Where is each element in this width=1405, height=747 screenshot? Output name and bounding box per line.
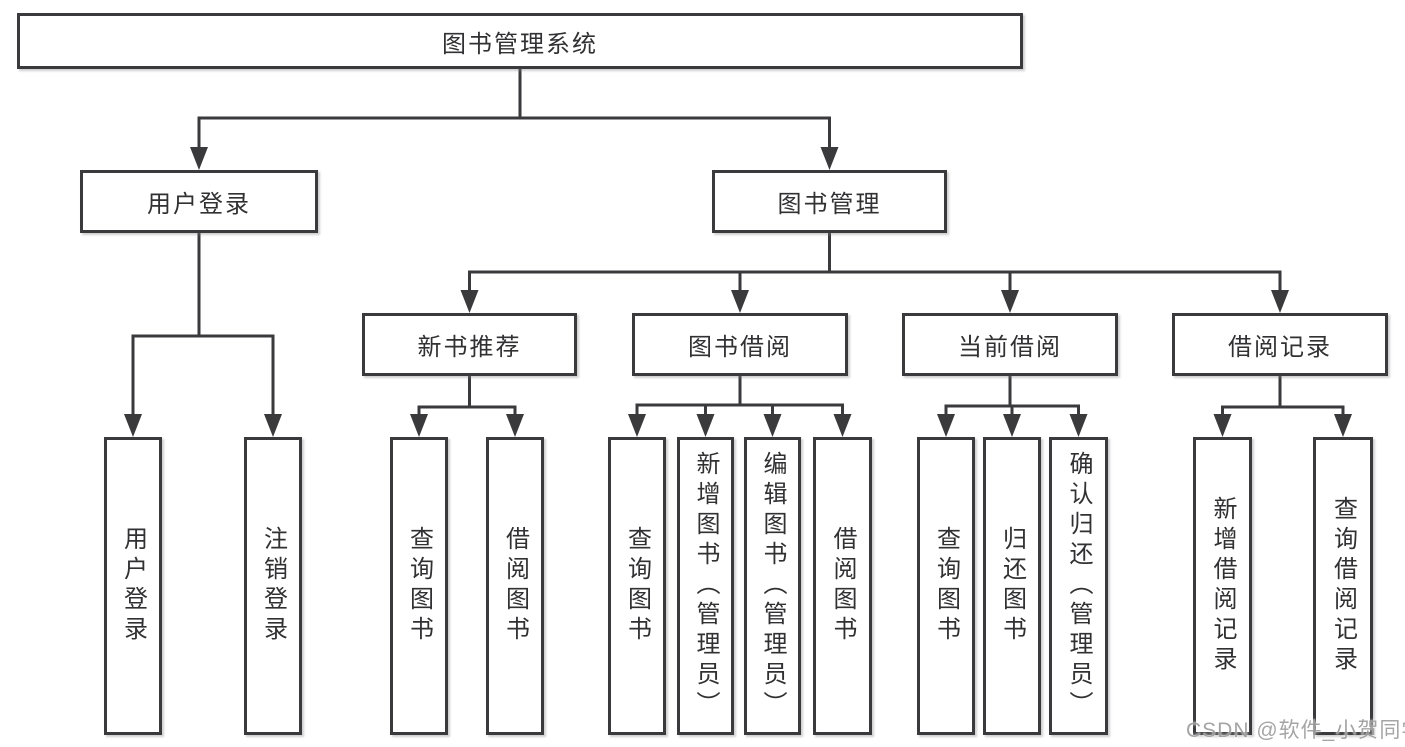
diagram-node-logout: 注销登录 <box>244 437 302 735</box>
node-label: 借阅图书 <box>501 526 529 646</box>
node-label: 注销登录 <box>259 526 287 646</box>
diagram-node-borrow-edit: 编辑图书（管理员） <box>744 437 801 735</box>
node-label: 新增借阅记录 <box>1209 496 1236 676</box>
edge-group-current <box>937 376 1088 437</box>
node-label: 图书借阅 <box>688 334 792 361</box>
node-label: 图书管理系统 <box>442 30 598 58</box>
diagram-node-mgmt: 图书管理 <box>712 170 947 233</box>
diagram-node-newrec-query: 查询图书 <box>390 437 448 735</box>
node-label: 借阅图书 <box>829 526 856 646</box>
node-label: 归还图书 <box>998 526 1026 646</box>
diagram-node-borrow: 图书借阅 <box>632 313 848 376</box>
diagram-node-borrow-borrow: 借阅图书 <box>813 437 872 735</box>
diagram-node-login: 用户登录 <box>80 170 318 233</box>
node-label: 当前借阅 <box>958 334 1062 361</box>
node-label: 查询图书 <box>623 526 651 646</box>
edge-group-login <box>124 233 282 437</box>
diagram-node-current-confirm: 确认归还（管理员） <box>1049 437 1108 735</box>
node-label: 确认归还（管理员） <box>1065 451 1092 721</box>
diagram-node-records: 借阅记录 <box>1172 313 1388 376</box>
diagram-node-records-add: 新增借阅记录 <box>1193 437 1252 735</box>
node-label: 新增图书（管理员） <box>692 451 719 721</box>
node-label: 编辑图书（管理员） <box>759 451 786 721</box>
diagram-node-user-login: 用户登录 <box>104 437 162 735</box>
edge-group-borrow <box>628 376 852 437</box>
edge-group-newrec <box>410 376 524 437</box>
node-label: 借阅记录 <box>1228 334 1332 361</box>
edge-group-records <box>1213 376 1352 437</box>
node-label: 图书管理 <box>777 191 882 218</box>
diagram-node-borrow-query: 查询图书 <box>608 437 666 735</box>
diagram-node-current-query: 查询图书 <box>917 437 975 735</box>
diagram-node-current: 当前借阅 <box>902 313 1118 376</box>
node-label: 查询图书 <box>405 526 433 646</box>
watermark: CSDN @软件_小贺同学 <box>1186 719 1405 742</box>
node-label: 用户登录 <box>119 526 147 646</box>
diagram-node-current-return: 归还图书 <box>983 437 1041 735</box>
node-label: 查询借阅记录 <box>1329 496 1357 676</box>
diagram-node-records-query: 查询借阅记录 <box>1313 437 1373 735</box>
diagram-node-root: 图书管理系统 <box>17 13 1023 69</box>
edge-group-mgmt <box>460 233 1289 313</box>
edge-group-root <box>190 69 839 170</box>
node-label: 用户登录 <box>147 191 251 218</box>
diagram-node-borrow-add: 新增图书（管理员） <box>677 437 734 735</box>
node-label: 查询图书 <box>932 526 960 646</box>
diagram-node-newrec-borrow: 借阅图书 <box>486 437 544 735</box>
node-label: 新书推荐 <box>417 334 522 361</box>
diagram-node-newrec: 新书推荐 <box>362 313 577 376</box>
